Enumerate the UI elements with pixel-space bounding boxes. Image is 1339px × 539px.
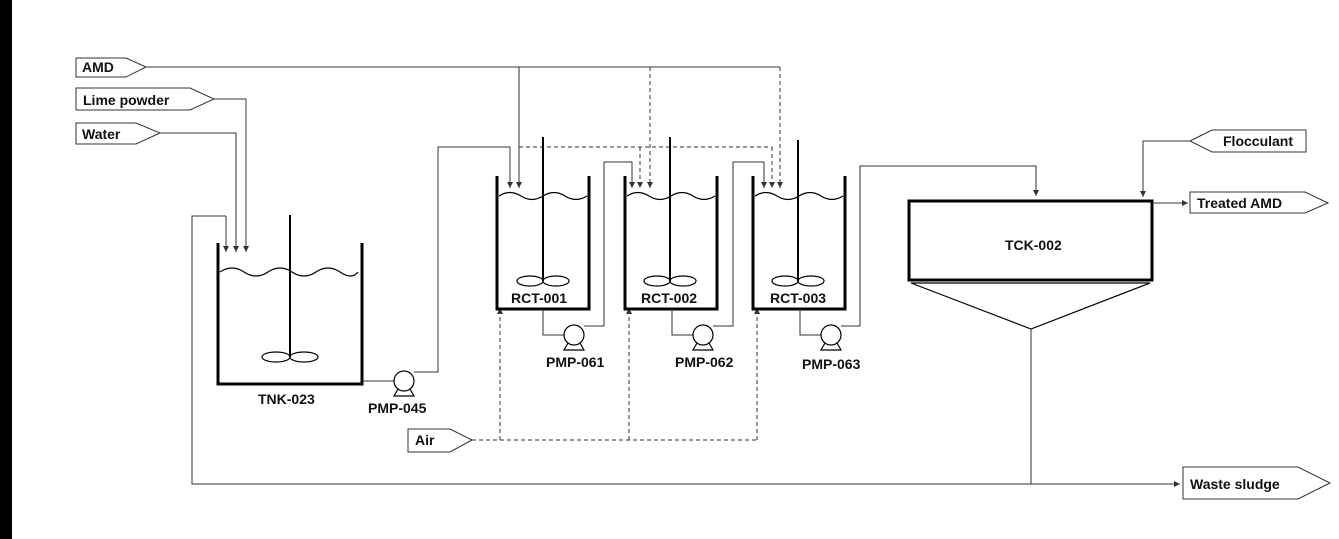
reactor-rct-003: RCT-003	[751, 140, 847, 311]
stream-flag-amd: AMD	[75, 57, 148, 78]
stream-label-water: Water	[82, 126, 121, 142]
amd-distribution-lines	[146, 66, 783, 188]
stream-flag-waste-sludge: Waste sludge	[1182, 466, 1332, 500]
equip-label-pmp-062: PMP-062	[675, 354, 734, 370]
thickener-connections	[1140, 140, 1190, 206]
stream-flag-flocculant: Flocculant	[1188, 129, 1307, 153]
air-distribution-lines	[472, 308, 760, 441]
tank-tnk-023: TNK-023	[216, 215, 364, 407]
pump-pmp-063: PMP-063	[799, 165, 1039, 372]
pump-pmp-061: PMP-061	[542, 161, 635, 370]
feed-lines-tnk	[160, 98, 1180, 487]
stream-label-lime-powder: Lime powder	[83, 92, 170, 108]
thickener-tck-002: TCK-002	[907, 199, 1154, 484]
equip-label-tck-002: TCK-002	[1005, 237, 1062, 253]
equip-label-rct-001: RCT-001	[511, 290, 567, 306]
stream-label-flocculant: Flocculant	[1223, 133, 1293, 149]
stream-flag-treated-amd: Treated AMD	[1189, 191, 1330, 214]
equip-label-pmp-063: PMP-063	[802, 356, 861, 372]
stream-label-amd: AMD	[82, 59, 114, 75]
reactor-rct-001: RCT-001	[495, 137, 591, 311]
equip-label-rct-002: RCT-002	[641, 290, 697, 306]
stream-label-treated-amd: Treated AMD	[1197, 195, 1282, 211]
stream-label-waste-sludge: Waste sludge	[1190, 476, 1280, 492]
stream-label-air: Air	[415, 432, 435, 448]
pump-pmp-062: PMP-062	[671, 161, 767, 370]
stream-flag-air: Air	[407, 428, 474, 453]
stream-flag-water: Water	[75, 122, 162, 145]
window-left-edge	[0, 0, 12, 539]
equip-label-pmp-061: PMP-061	[546, 354, 605, 370]
equip-label-rct-003: RCT-003	[770, 290, 826, 306]
stream-flag-lime-powder: Lime powder	[75, 87, 216, 111]
dosing-header-lines	[519, 146, 775, 188]
reactor-rct-002: RCT-002	[623, 137, 719, 311]
pump-pmp-045: PMP-045	[362, 146, 513, 416]
equip-label-pmp-045: PMP-045	[368, 400, 427, 416]
equip-label-tnk-023: TNK-023	[258, 391, 315, 407]
